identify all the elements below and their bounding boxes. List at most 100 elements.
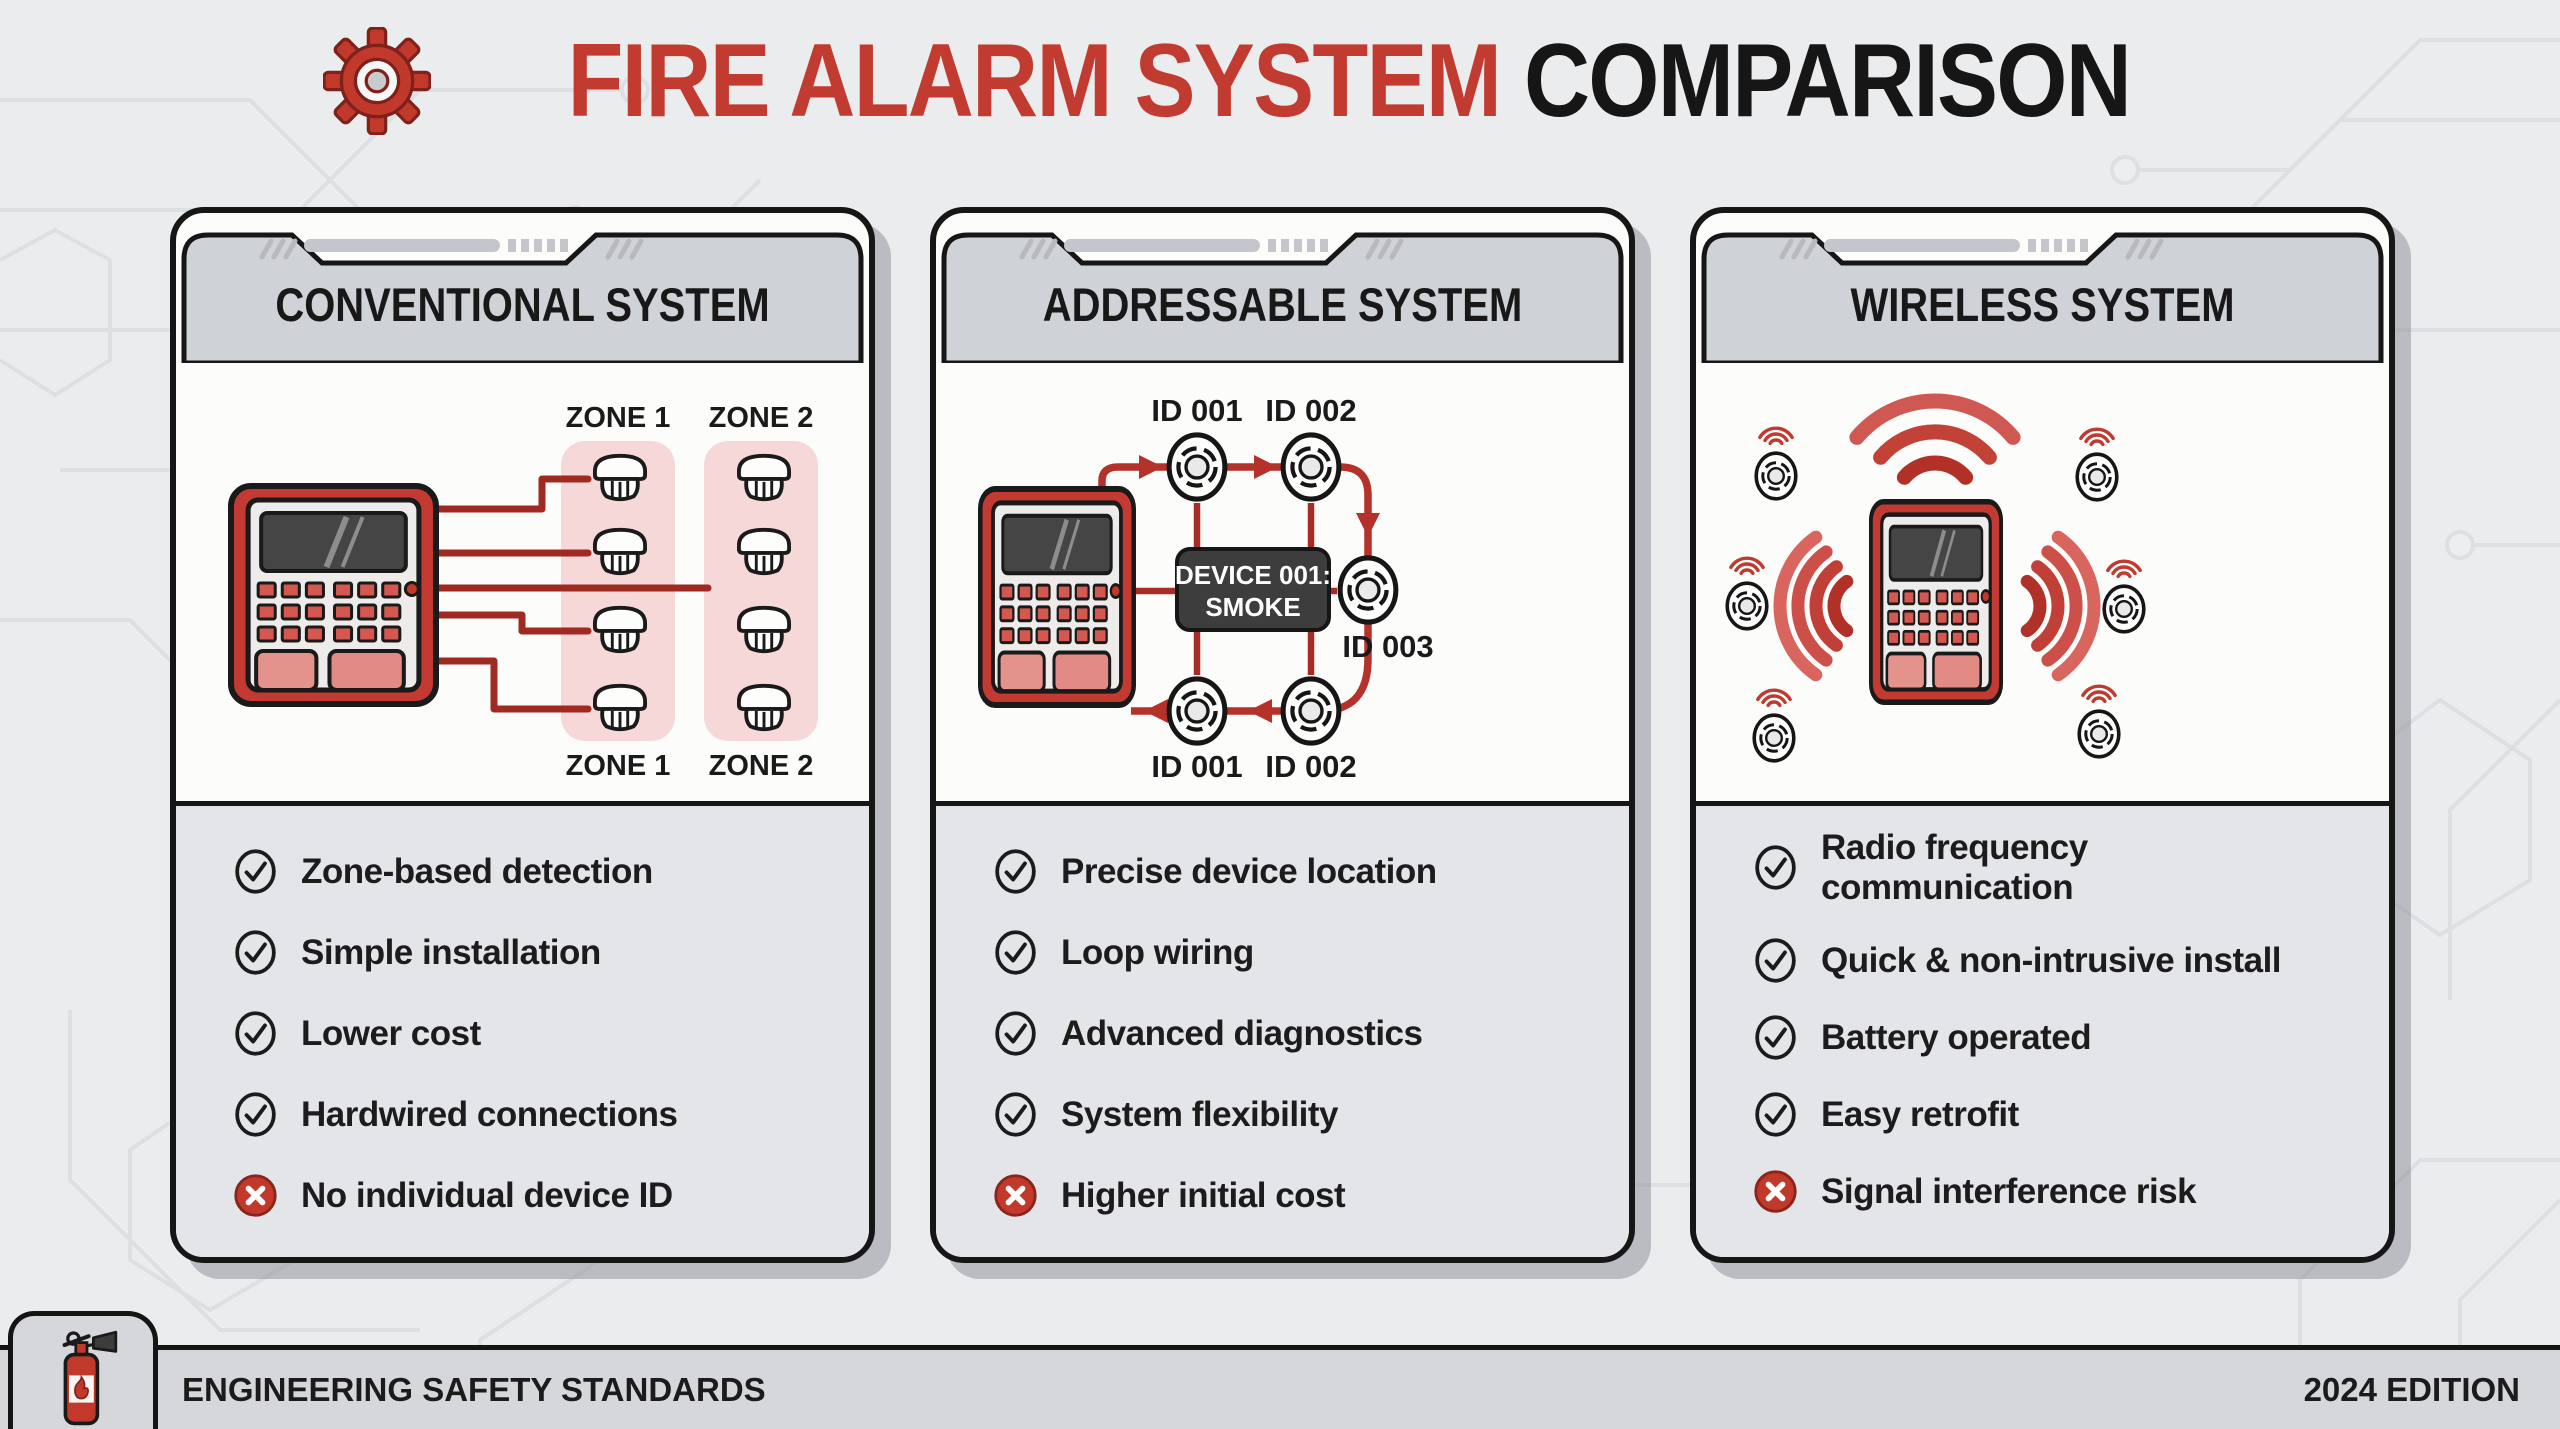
page-title-dark: COMPARISON — [1524, 22, 2132, 139]
page-title: FIRE ALARM SYSTEM COMPARISON — [567, 22, 2132, 141]
addressable-detector-icon — [1169, 435, 1225, 499]
check-icon — [232, 1091, 279, 1138]
zone-2-label-top: ZONE 2 — [709, 402, 814, 434]
smoke-detector-icon — [736, 605, 792, 654]
zone-1-label-top: ZONE 1 — [566, 402, 671, 434]
wifi-icon — [1756, 688, 1792, 708]
feature-row: Simple installation — [232, 929, 849, 976]
check-icon — [992, 1091, 1039, 1138]
control-panel-icon — [1871, 502, 2001, 702]
feature-label: Simple installation — [301, 932, 601, 972]
card-header-shape — [941, 232, 1624, 363]
feature-label: Zone-based detection — [301, 851, 653, 891]
footer-right-text: 2024 EDITION — [2303, 1370, 2520, 1408]
device-callout-line2: SMOKE — [1205, 592, 1300, 622]
wifi-icon — [1729, 556, 1765, 576]
feature-row: Precise device location — [992, 848, 1609, 895]
smoke-detector-icon — [736, 683, 792, 732]
id-002-label-top: ID 002 — [1265, 393, 1356, 428]
zone-2-strip — [704, 441, 818, 741]
feature-row: Signal interference risk — [1752, 1168, 2369, 1215]
feature-label: No individual device ID — [301, 1175, 673, 1215]
zone-1-label-bottom: ZONE 1 — [566, 750, 671, 782]
card-addressable-system: ADDRESSABLE SYSTEM — [930, 207, 1635, 1263]
check-icon — [992, 1010, 1039, 1057]
feature-row: Zone-based detection — [232, 848, 849, 895]
divider — [1696, 801, 2389, 806]
zone-wiring — [434, 475, 712, 713]
card-title-conventional: CONVENTIONAL SYSTEM — [275, 278, 770, 331]
feature-row: Lower cost — [232, 1010, 849, 1057]
feature-label: Hardwired connections — [301, 1094, 678, 1134]
check-icon — [1752, 1014, 1799, 1061]
addressable-diagram: DEVICE 001: SMOKE ID 001 ID 002 ID 003 I… — [936, 363, 1629, 801]
wifi-icon — [2081, 684, 2117, 704]
loop-direction-arrows — [1139, 455, 1380, 723]
addressable-detector-icon — [1169, 679, 1225, 743]
wireless-feature-list: Radio frequency communication Quick & no… — [1696, 806, 2389, 1257]
addressable-feature-list: Precise device location Loop wiring Adva… — [936, 806, 1629, 1257]
smoke-detector-icon — [736, 527, 792, 576]
id-001-label-top: ID 001 — [1151, 393, 1242, 428]
header-slash-decoration — [1019, 238, 1404, 260]
wireless-detector-icon — [1752, 713, 1796, 763]
check-icon — [232, 1010, 279, 1057]
card-header-shape — [1701, 232, 2384, 363]
feature-label: Signal interference risk — [1821, 1171, 2197, 1211]
feature-row: Battery operated — [1752, 1014, 2369, 1061]
header-speaker-bar — [304, 239, 568, 252]
check-icon — [1752, 937, 1799, 984]
fire-extinguisher-icon — [47, 1327, 119, 1427]
feature-label: Higher initial cost — [1061, 1175, 1346, 1215]
id-001-label-bottom: ID 001 — [1151, 749, 1242, 784]
wifi-icon — [2079, 427, 2115, 447]
wireless-diagram — [1696, 363, 2389, 801]
conventional-feature-list: Zone-based detection Simple installation… — [176, 806, 869, 1257]
cross-icon — [232, 1172, 279, 1219]
feature-label: Battery operated — [1821, 1017, 2092, 1057]
addressable-detector-icon — [1283, 679, 1339, 743]
page-title-red: FIRE ALARM SYSTEM — [567, 22, 1503, 139]
wireless-detector-icon — [1725, 581, 1769, 631]
feature-row: Quick & non-intrusive install — [1752, 937, 2369, 984]
check-icon — [992, 848, 1039, 895]
feature-label: Quick & non-intrusive install — [1821, 940, 2282, 980]
feature-row: Radio frequency communication — [1752, 828, 2369, 907]
wireless-detector-icon — [2075, 452, 2119, 502]
smoke-detector-icon — [592, 527, 648, 576]
feature-label: Precise device location — [1061, 851, 1437, 891]
card-title-wireless: WIRELESS SYSTEM — [1850, 278, 2235, 331]
conventional-diagram: ZONE 1 ZONE 2 ZONE 1 ZONE 2 — [176, 363, 869, 801]
feature-row: Advanced diagnostics — [992, 1010, 1609, 1057]
fire-extinguisher-badge — [8, 1311, 158, 1429]
smoke-detector-icon — [592, 605, 648, 654]
wifi-icon — [1758, 426, 1794, 446]
feature-row: Hardwired connections — [232, 1091, 849, 1138]
check-icon — [232, 929, 279, 976]
wifi-icon — [2106, 559, 2142, 579]
check-icon — [992, 929, 1039, 976]
wireless-detector-icon — [2077, 709, 2121, 759]
device-callout-line1: DEVICE 001: — [1175, 560, 1331, 590]
loop-wiring — [1098, 463, 1372, 715]
feature-row: No individual device ID — [232, 1172, 849, 1219]
radio-waves-left — [1773, 530, 1854, 682]
divider — [936, 801, 1629, 806]
divider — [176, 801, 869, 806]
card-header-shape — [181, 232, 864, 363]
device-stub-wiring — [1132, 503, 1337, 675]
addressable-detector-icon — [1340, 558, 1396, 622]
feature-row: Loop wiring — [992, 929, 1609, 976]
addressable-detector-icon — [1283, 435, 1339, 499]
id-003-label: ID 003 — [1342, 629, 1433, 664]
id-002-label-bottom: ID 002 — [1265, 749, 1356, 784]
header-slash-decoration — [1779, 238, 2164, 260]
page-header: FIRE ALARM SYSTEM COMPARISON — [0, 16, 2560, 146]
cross-icon — [1752, 1168, 1799, 1215]
feature-label: Loop wiring — [1061, 932, 1254, 972]
feature-label: System flexibility — [1061, 1094, 1338, 1134]
cross-icon — [992, 1172, 1039, 1219]
card-wireless-system: WIRELESS SYSTEM — [1690, 207, 2395, 1263]
check-icon — [1752, 1091, 1799, 1138]
control-panel-icon — [231, 486, 436, 704]
